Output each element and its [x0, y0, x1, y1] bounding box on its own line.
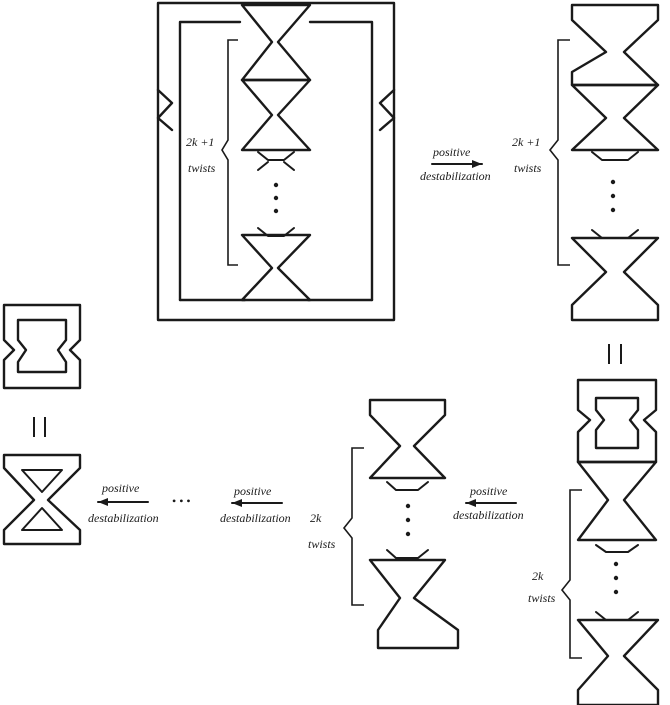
brace-1-count: 2k +1 [186, 135, 214, 149]
brace-3 [560, 489, 582, 659]
arrow-1-line2: destabilization [420, 169, 491, 183]
knot-diagram-4: 2k twists [308, 398, 460, 650]
brace-2-count: 2k +1 [512, 135, 540, 149]
knot-diagram-2: 2k +1 twists [512, 3, 660, 322]
brace-3-count: 2k [532, 569, 544, 583]
outer-frame [156, 1, 396, 322]
equals-2 [33, 417, 46, 437]
arrow-4-head [98, 498, 108, 506]
brace-2 [548, 39, 570, 266]
brace-4-count: 2k [310, 511, 322, 525]
equals-1 [608, 344, 622, 364]
arrow-3: positive destabilization [220, 484, 291, 525]
brace-2-unit: twists [514, 161, 542, 175]
knot-diagram-1: 2k +1 twists [156, 1, 396, 322]
arrow-2-line1: positive [469, 484, 508, 498]
right-strand [308, 20, 374, 302]
arrow-3-line1: positive [233, 484, 272, 498]
arrow-2: positive destabilization [453, 484, 524, 522]
arrow-1: positive destabilization [420, 145, 491, 183]
knot-diagram-6 [2, 453, 82, 546]
knot-diagram-5 [2, 303, 82, 390]
brace-1 [221, 39, 238, 266]
brace-4 [342, 447, 364, 606]
brace-3-unit: twists [528, 591, 556, 605]
brace-4-unit: twists [308, 537, 336, 551]
arrow-2-line2: destabilization [453, 508, 524, 522]
arrow-4-line1: positive [101, 481, 140, 495]
ellipsis: • • • [172, 494, 191, 508]
arrow-1-line1: positive [432, 145, 471, 159]
arrow-4-line2: destabilization [88, 511, 159, 525]
arrow-3-head [232, 499, 242, 507]
arrow-4: positive destabilization [88, 481, 159, 525]
arrow-3-line2: destabilization [220, 511, 291, 525]
left-strand [178, 20, 242, 302]
brace-1-unit: twists [188, 161, 216, 175]
knot-diagram-3: 2k twists [528, 378, 660, 705]
arrow-2-head [466, 499, 476, 507]
arrow-1-head [472, 160, 482, 168]
